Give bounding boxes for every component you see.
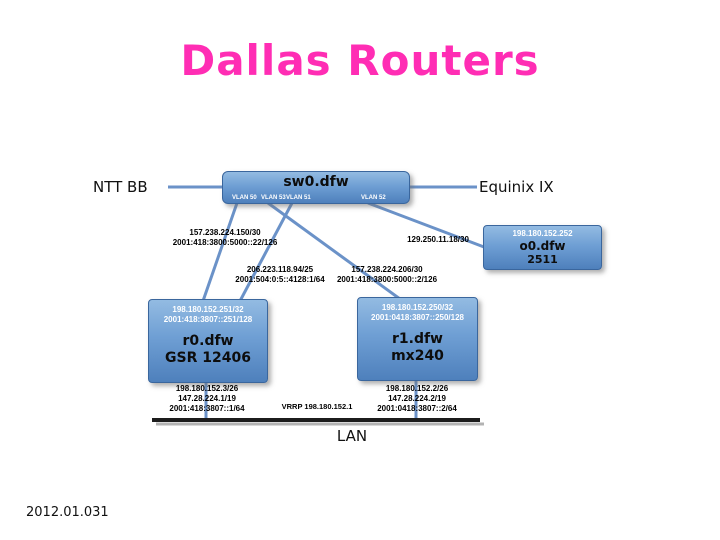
link-vlan52-o0	[367, 201, 485, 249]
console-server-box: 198.180.152.252 o0.dfw 2511	[483, 225, 602, 270]
r0-lan-addresses: 198.180.152.3/26 147.28.224.1/19 2001:41…	[147, 384, 267, 414]
r0-lan-ip-3: 2001:418:3807::1/64	[169, 404, 245, 413]
r1-name: r1.dfw	[391, 331, 443, 347]
switch-name: sw0.dfw	[283, 174, 349, 190]
r1-model: mx240	[391, 348, 444, 364]
link-vlan50-r0	[201, 202, 239, 302]
r1-lan-ip-3: 2001:0418:3807::2/64	[377, 404, 457, 413]
router-r1-box: 198.180.152.250/32 2001:0418:3807::250/1…	[357, 297, 478, 381]
exchange-v4: 206.223.118.94/25	[246, 265, 314, 274]
ntt-r0-v6: 2001:418:3800:5000::22/126	[172, 238, 278, 247]
vlan-50-label: VLAN 50	[232, 195, 257, 201]
label-ntt-bb: NTT BB	[93, 178, 148, 196]
link-vlan53-r1	[267, 201, 401, 301]
link-label-console: 129.250.11.18/30	[395, 235, 481, 245]
exchange-v6: 2001:504:0:5::4128:1/64	[235, 275, 325, 284]
r0-ipv6: 2001:418:3807::251/128	[163, 315, 253, 324]
console-ip: 198.180.152.252	[512, 229, 573, 238]
r0-lan-ip-2: 147.28.224.1/19	[178, 394, 236, 403]
ntt-r1-v4: 157.238.224.206/30	[351, 265, 423, 274]
vlan-52-label: VLAN 52	[361, 195, 386, 201]
slide-footer: 2012.01.031	[26, 505, 109, 520]
r1-lan-ip-1: 198.180.152.2/26	[385, 384, 449, 393]
r1-ipv4: 198.180.152.250/32	[381, 303, 454, 312]
vrrp-label: VRRP 198.180.152.1	[281, 402, 353, 411]
label-equinix-ix: Equinix IX	[479, 178, 554, 196]
r0-ipv4: 198.180.152.251/32	[172, 305, 244, 314]
console-name: o0.dfw	[519, 239, 566, 253]
ntt-r0-v4: 157.238.224.150/30	[189, 228, 261, 237]
r1-lan-addresses: 198.180.152.2/26 147.28.224.2/19 2001:04…	[357, 384, 477, 414]
vlan-53-label: VLAN 53	[261, 195, 286, 201]
link-label-ntt-r0: 157.238.224.150/30 2001:418:3800:5000::2…	[152, 228, 298, 248]
r1-ipv6: 2001:0418:3807::250/128	[371, 313, 464, 322]
lan-label: LAN	[336, 427, 368, 445]
link-label-exchange: 206.223.118.94/25 2001:504:0:5::4128:1/6…	[209, 265, 351, 285]
link-label-ntt-r1: 157.238.224.206/30 2001:418:3800:5000::2…	[316, 265, 458, 285]
r1-lan-ip-2: 147.28.224.2/19	[388, 394, 446, 403]
slide-title: Dallas Routers	[180, 36, 540, 85]
switch-sw0-box: sw0.dfw VLAN 50 VLAN 53 VLAN 51 VLAN 52	[222, 171, 410, 204]
console-link-v4: 129.250.11.18/30	[407, 235, 469, 244]
vlan-51-label: VLAN 51	[286, 195, 311, 201]
link-vlan51-r0	[238, 202, 294, 302]
router-r0-box: 198.180.152.251/32 2001:418:3807::251/12…	[148, 299, 268, 383]
r0-model: GSR 12406	[165, 350, 251, 366]
r0-name: r0.dfw	[182, 333, 234, 349]
console-model: 2511	[527, 253, 558, 266]
r0-lan-ip-1: 198.180.152.3/26	[175, 384, 239, 393]
ntt-r1-v6: 2001:418:3800:5000::2/126	[336, 275, 438, 284]
